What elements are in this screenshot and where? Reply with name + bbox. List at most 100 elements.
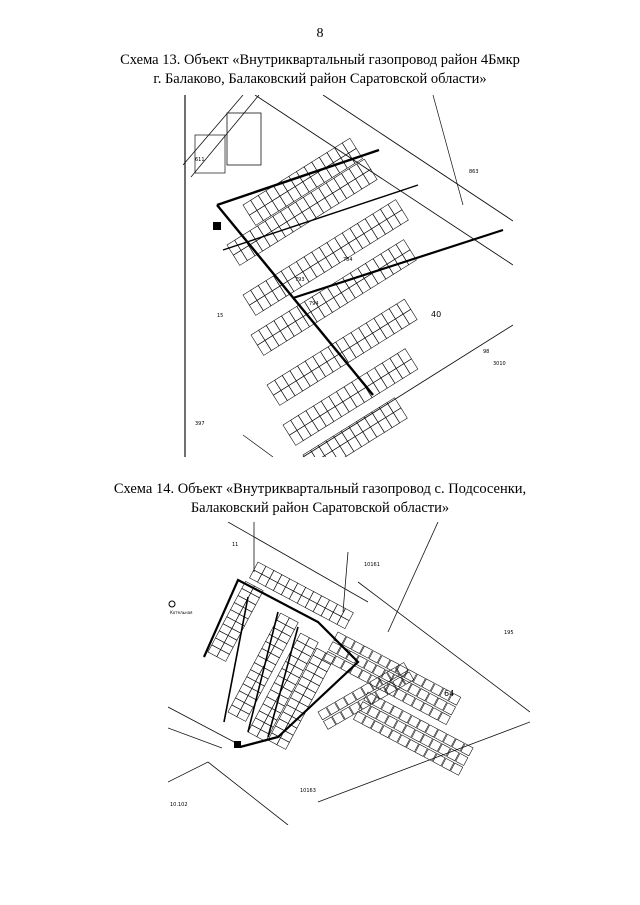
parcel (334, 697, 349, 711)
parcel (231, 697, 245, 711)
parcel (393, 688, 407, 702)
parcel (297, 410, 313, 427)
label-611: 611 (195, 157, 205, 163)
parcel (339, 183, 355, 199)
parcel (310, 171, 325, 188)
parcel (318, 301, 333, 318)
parcel (285, 617, 299, 630)
parcel (274, 375, 290, 391)
parcel (311, 415, 327, 432)
parcel (276, 737, 290, 750)
parcel (289, 365, 305, 382)
parcel (348, 163, 364, 180)
parcel (355, 173, 370, 190)
parcel (310, 673, 324, 687)
parcel (230, 602, 244, 615)
parcel (432, 753, 446, 767)
parcel (397, 348, 412, 365)
parcel (320, 346, 335, 363)
parcel (401, 249, 417, 266)
parcel (352, 687, 366, 701)
parcel (450, 762, 464, 776)
parcel (303, 251, 319, 268)
parcel (340, 706, 354, 720)
parcel (451, 738, 465, 752)
parcel (250, 585, 264, 599)
parcel (312, 603, 326, 617)
parcel (216, 649, 230, 662)
parcel (310, 306, 326, 323)
parcel (290, 665, 304, 679)
parcel (305, 661, 319, 675)
parcel (377, 655, 391, 669)
scheme-13-caption-line-2: г. Балаково, Балаковский район Саратовск… (153, 71, 487, 87)
parcel (387, 243, 403, 260)
parcel (328, 611, 342, 625)
parcel (320, 395, 336, 412)
parcel (313, 666, 328, 680)
parcel (265, 320, 281, 337)
label-boiler-house: Котельная (170, 610, 193, 615)
parcel (220, 642, 234, 655)
parcel (318, 361, 334, 378)
parcel (318, 242, 334, 258)
label-10-102: 10.102 (170, 802, 188, 808)
parcel (316, 455, 332, 457)
parcel (340, 242, 356, 259)
block-row-b (226, 158, 378, 266)
parcel (326, 356, 342, 373)
parcel (310, 261, 325, 278)
parcel (342, 636, 356, 650)
parcel (342, 332, 358, 348)
scheme-14-map: 10161 195 64 10163 10.102 11 Котельная (168, 522, 530, 825)
parcel (403, 358, 419, 375)
parcel (348, 282, 364, 299)
parcel (411, 729, 425, 743)
label-10161: 10161 (364, 562, 380, 568)
parcel (226, 609, 240, 622)
parcel (317, 707, 331, 721)
parcel (288, 590, 302, 604)
parcel (350, 327, 366, 344)
parcel (309, 202, 325, 219)
parcel (387, 318, 403, 335)
parcel (257, 190, 273, 207)
parcel (377, 417, 393, 433)
parcel (363, 691, 377, 705)
parcel (349, 342, 365, 359)
parcel (402, 724, 416, 738)
parcel (385, 412, 401, 429)
parcel (264, 335, 280, 351)
parcel (364, 213, 380, 230)
parcel (290, 690, 304, 703)
parcel (304, 420, 320, 437)
parcel (242, 199, 258, 216)
parcel (446, 748, 460, 762)
parcel (271, 226, 286, 242)
parcel (248, 299, 264, 316)
parcel (272, 582, 286, 596)
parcel (222, 616, 237, 629)
block-row-g (302, 397, 408, 457)
parcel (407, 683, 421, 697)
parcel (372, 664, 386, 678)
parcel (264, 215, 280, 232)
parcel (407, 715, 421, 729)
parcel (269, 570, 283, 584)
parcel (389, 353, 405, 369)
parcel (368, 650, 382, 664)
parcel (430, 683, 444, 697)
parcel (280, 206, 295, 223)
parcel (392, 676, 406, 690)
parcel (460, 743, 474, 757)
parcel (304, 355, 320, 372)
parcel (308, 654, 323, 668)
parcel (347, 436, 362, 452)
parcel (293, 658, 308, 672)
parcel (234, 235, 250, 251)
parcel (249, 569, 263, 583)
label-15: 15 (217, 313, 223, 319)
block-row-c (242, 199, 409, 316)
parcel (258, 703, 273, 716)
parcel (388, 729, 402, 743)
